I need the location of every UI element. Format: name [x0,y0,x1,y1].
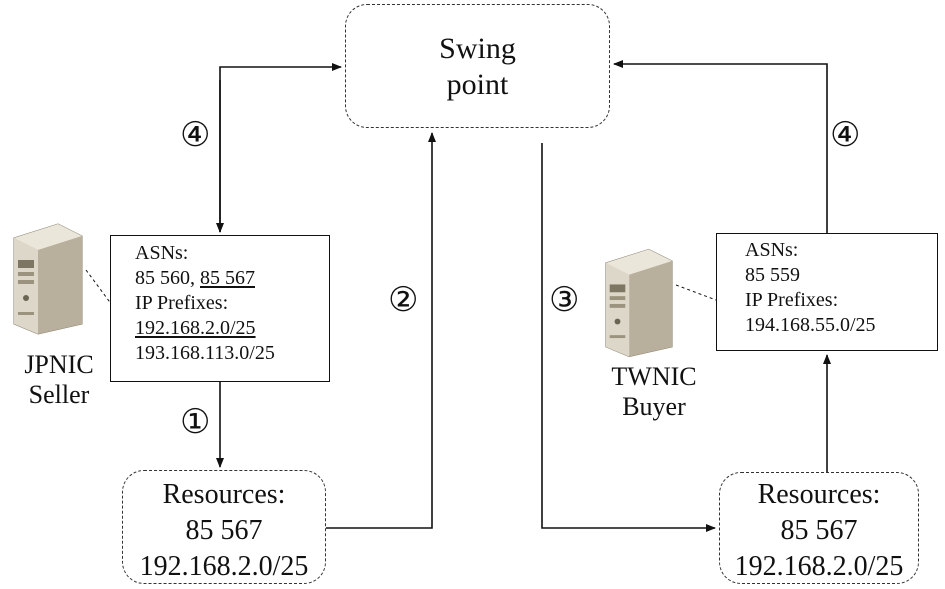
buyer-resources-prefix: 192.168.2.0/25 [734,551,904,582]
seller-resources-title: Resources: [162,479,286,510]
seller-prefix-b: 193.168.113.0/25 [135,342,275,364]
seller-info-box: ASNs: 85 560, 85 567 IP Prefixes: 192.16… [110,235,330,382]
swing-point-line1: Swing [439,32,516,65]
buyer-info-box: ASNs: 85 559 IP Prefixes: 194.168.55.0/2… [716,233,938,351]
step-4-right-marker: ④ [830,115,861,155]
buyer-resources-box: Resources: 85 567 192.168.2.0/25 [719,472,919,584]
server-tower-icon [13,223,83,335]
server-link-seller [85,269,113,306]
server-tower-icon [605,248,673,358]
seller-asn-b: 85 567 [200,267,255,289]
buyer-name-line2: Buyer [622,392,686,421]
step-3-marker: ③ [549,280,580,320]
arrow-step2 [326,132,436,529]
arrow-step3 [541,143,716,532]
step-4-left-marker: ④ [180,115,211,155]
seller-resources-asn: 85 567 [185,515,263,546]
seller-resources-box: Resources: 85 567 192.168.2.0/25 [122,470,326,584]
buyer-asn: 85 559 [745,264,800,286]
buyer-prefixes-label: IP Prefixes: [745,289,839,311]
swing-point-box: Swing point [345,4,610,128]
arrow-step4-right [613,60,828,233]
seller-prefix-a: 192.168.2.0/25 [135,317,256,339]
seller-resources-prefix: 192.168.2.0/25 [139,551,309,582]
buyer-prefix: 194.168.55.0/25 [745,314,876,336]
buyer-resources-asn: 85 567 [780,515,858,546]
seller-name-line2: Seller [28,380,90,409]
seller-label: JPNIC Seller [4,350,114,410]
buyer-resources-title: Resources: [757,479,881,510]
seller-asns-values: 85 560, 85 567 [135,266,329,291]
step-2-marker: ② [388,280,419,320]
arrow-step4-left [219,63,342,232]
buyer-label: TWNIC Buyer [592,362,716,422]
step-1-marker: ① [180,402,211,442]
seller-name-line1: JPNIC [24,350,94,379]
seller-prefixes-label: IP Prefixes: [135,292,229,314]
buyer-name-line1: TWNIC [611,362,697,391]
server-link-buyer [675,284,717,301]
buyer-asns-label: ASNs: [745,239,799,261]
seller-asns-label: ASNs: [135,242,189,264]
swing-point-line2: point [446,68,509,101]
seller-asn-a: 85 560, [135,267,200,289]
